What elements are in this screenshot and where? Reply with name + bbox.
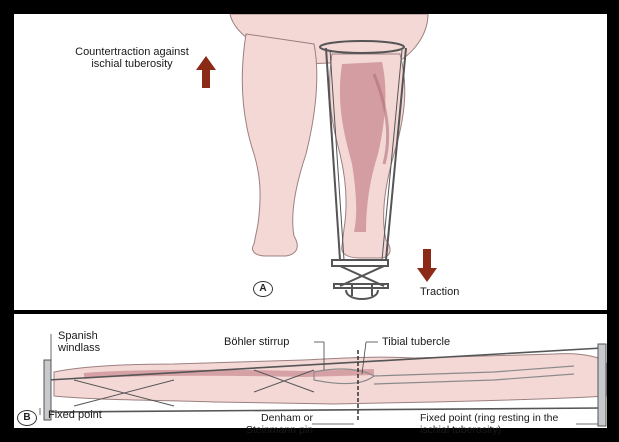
countertraction-label: Countertraction against ischial tuberosi…: [72, 46, 192, 70]
bohler-stirrup-label: Böhler stirrup: [224, 336, 289, 348]
fixed-point-ring-label: Fixed point (ring resting in the ischial…: [420, 412, 578, 436]
traction-arrow: [417, 249, 437, 282]
countertraction-arrow: [196, 56, 216, 88]
fixed-point-label: Fixed point: [48, 409, 102, 421]
panel-a-frontal-view: Countertraction against ischial tuberosi…: [14, 14, 607, 310]
panel-b-side-view: Spanish windlass Böhler stirrup Tibial t…: [14, 314, 607, 428]
traction-label: Traction: [420, 286, 459, 298]
tibial-tubercle-label: Tibial tubercle: [382, 336, 450, 348]
denham-pin-label: Denham or Steinmann pin: [219, 412, 313, 436]
panel-a-letter: A: [253, 281, 273, 297]
ischial-ring-post: [598, 344, 606, 426]
left-leg: [242, 34, 317, 256]
spanish-windlass-label: Spanish windlass: [58, 330, 128, 354]
panel-b-letter: B: [17, 410, 37, 426]
